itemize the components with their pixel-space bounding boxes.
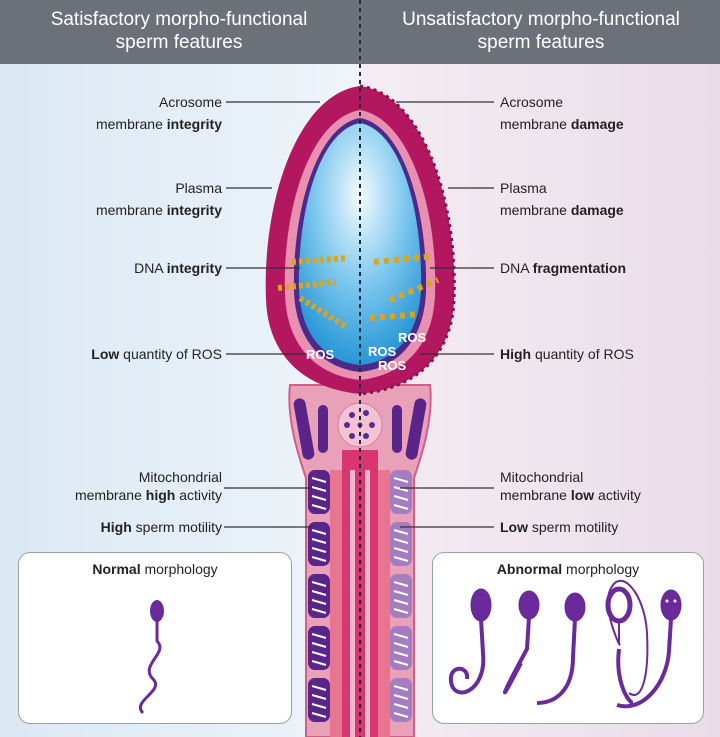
- abnormal-sperm-icons: [448, 579, 682, 709]
- ros-label-right-2: ROS: [368, 344, 397, 359]
- abnormal-morphology-box: Abnormal morphology: [432, 552, 704, 724]
- leader-lines: [224, 101, 494, 528]
- label-dna-fragmentation: DNA fragmentation: [500, 260, 627, 276]
- ros-label-right-1: ROS: [398, 330, 427, 345]
- label-dna-integrity: DNA integrity: [134, 260, 222, 276]
- label-high-motility: High sperm motility: [100, 519, 222, 535]
- ros-label-left: ROS: [306, 347, 335, 362]
- normal-sperm-icon: [139, 600, 164, 715]
- dna-intact: [277, 255, 349, 329]
- bent-tail-sperm-icon: [502, 590, 540, 695]
- coiled-tail-sperm-icon: [448, 588, 492, 695]
- label-low-motility: Low sperm motility: [500, 519, 619, 535]
- header-left: Satisfactory morpho-functional sperm fea…: [0, 0, 358, 64]
- header-left-line2: sperm features: [115, 32, 243, 53]
- header-right-line2: sperm features: [477, 32, 605, 53]
- mitochondria-healthy: [308, 470, 330, 722]
- ros-label-right-3: ROS: [378, 358, 407, 373]
- vacuolated-head-sperm-icon: [616, 589, 682, 709]
- normal-morphology-title: Normal morphology: [92, 561, 218, 577]
- label-high-ros: High quantity of ROS: [500, 346, 634, 362]
- header-left-line1: Satisfactory morpho-functional: [50, 9, 308, 30]
- normal-morphology-box: Normal morphology: [18, 552, 292, 724]
- label-low-ros: Low quantity of ROS: [91, 346, 222, 362]
- header-right-line1: Unsatisfactory morpho-functional: [402, 9, 680, 30]
- header-right: Unsatisfactory morpho-functional sperm f…: [362, 0, 720, 64]
- centriole-tubules: [344, 410, 375, 439]
- abnormal-morphology-title: Abnormal morphology: [496, 561, 640, 577]
- mitochondria-damaged: [390, 470, 412, 722]
- looped-tail-sperm-icon: [605, 579, 649, 705]
- hooked-tail-sperm-icon: [536, 592, 586, 705]
- neck-segments-right: [392, 398, 427, 460]
- damaged-membrane-edge: [359, 84, 456, 396]
- dna-fragmented: [369, 253, 440, 321]
- neck-segments-left: [293, 398, 328, 460]
